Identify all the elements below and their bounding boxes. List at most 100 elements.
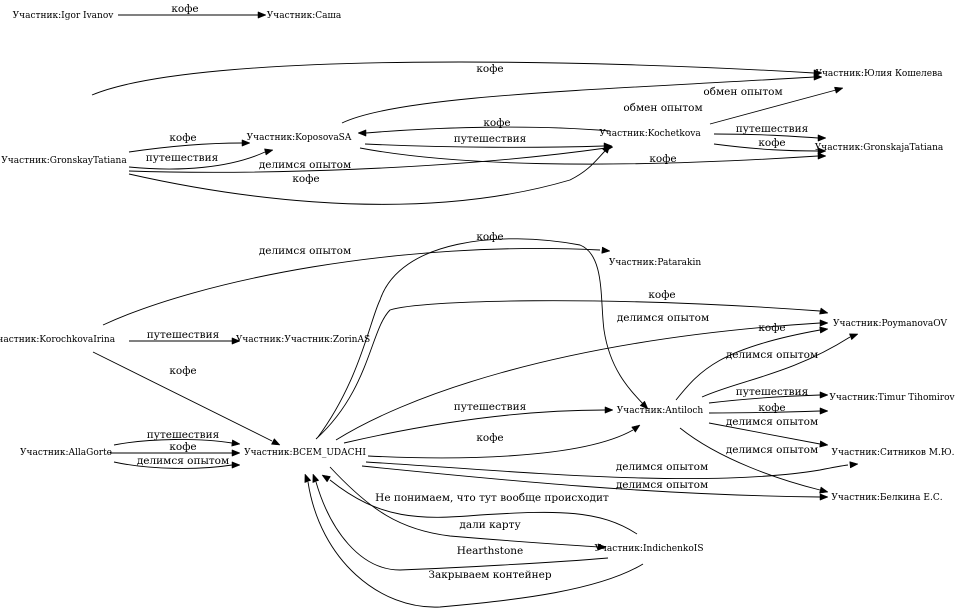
node-indichenko[interactable]: Участник:IndichenkoIS — [594, 544, 703, 554]
edge-label: делимся опытом — [726, 416, 818, 428]
arrowhead-icon — [597, 543, 607, 551]
node-sitnikov[interactable]: Участник:Ситников М.Ю. — [831, 448, 954, 458]
edge-path — [329, 466, 599, 548]
node-gronskaja[interactable]: Участник:GronskajaTatiana — [815, 143, 944, 153]
arrowhead-icon — [817, 152, 827, 160]
edge-label: Не понимаем, что тут вообще происходит — [375, 492, 609, 504]
arrowhead-icon — [631, 424, 641, 433]
node-tihomirov[interactable]: Участник:Timur Tihomirov — [829, 393, 955, 403]
edge-indichenko-to-vsem — [321, 474, 638, 535]
edge-path — [708, 422, 821, 445]
arrowhead-icon — [813, 73, 823, 81]
arrowhead-icon — [819, 307, 829, 315]
edge-path — [128, 149, 607, 205]
edge-korochkova-to-vsem — [92, 351, 281, 446]
edge-path — [361, 465, 821, 498]
edge-label: делимся опытом — [137, 455, 229, 467]
edge-vsem-to-antiloch — [317, 238, 649, 438]
node-kosheleva[interactable]: Участник:Юлия Кошелева — [815, 69, 943, 79]
node-korochkova[interactable]: Участник:KorochkovaIrina — [0, 335, 116, 345]
node-sasha[interactable]: Участник:Саша — [267, 11, 342, 21]
edge-kochetkova-to-gronskaja — [713, 133, 827, 142]
edge-label: кофе — [476, 231, 503, 243]
arrowhead-icon — [231, 337, 241, 345]
edge-antiloch-to-belkina — [679, 427, 829, 494]
arrowhead-icon — [817, 147, 827, 155]
edge-antiloch-to-sitnikov — [708, 422, 829, 448]
edge-label: делимся опытом — [726, 444, 818, 456]
node-zorin[interactable]: Участник:Участник:ZorinAS — [236, 335, 370, 345]
edge-label: делимся опытом — [259, 159, 351, 171]
edge-label: путешествия — [454, 133, 527, 145]
arrowhead-icon — [819, 440, 829, 448]
node-allagorte[interactable]: Участник:AllaGorte — [20, 448, 112, 458]
edge-path — [701, 336, 851, 398]
arrowhead-icon — [602, 144, 611, 154]
edge-label: делимся опытом — [617, 312, 709, 324]
edge-path — [113, 461, 233, 469]
edge-path — [364, 143, 605, 148]
arrowhead-icon — [604, 406, 614, 414]
edge-label: путешествия — [736, 386, 809, 398]
node-koposova[interactable]: Участник:KoposovaSA — [247, 133, 352, 143]
edge-path — [679, 427, 821, 491]
edge-path — [113, 439, 233, 446]
edge-path — [92, 351, 273, 442]
edge-path — [315, 481, 609, 571]
node-poymanova[interactable]: Участник:PoymanovaOV — [833, 319, 947, 329]
edge-path — [365, 126, 611, 134]
edge-vsem-to-poymanova — [315, 300, 829, 440]
node-antiloch[interactable]: Участник:Antiloch — [617, 406, 704, 416]
arrowhead-icon — [819, 493, 829, 501]
edge-label: делимся опытом — [616, 479, 708, 491]
arrowhead-icon — [321, 474, 331, 483]
arrowhead-icon — [639, 400, 649, 410]
edge-path — [329, 479, 638, 535]
edge-path — [307, 481, 644, 608]
node-gronskay[interactable]: Участник:GronskayTatiana — [1, 156, 127, 166]
arrowhead-icon — [231, 449, 241, 457]
edge-label: путешествия — [736, 123, 809, 135]
edge-label: кофе — [169, 365, 196, 377]
edge-label: Hearthstone — [457, 545, 524, 557]
edge-path — [341, 76, 815, 124]
edges-layer — [91, 11, 859, 608]
arrowhead-icon — [834, 86, 844, 94]
node-igor[interactable]: Участник:Igor Ivanov — [13, 11, 115, 21]
edge-antiloch-to-poymanova — [675, 326, 829, 401]
node-kochetkova[interactable]: Участник:Kochetkova — [599, 129, 701, 139]
edge-path — [128, 142, 243, 153]
edge-korochkova-to-patarakin — [102, 246, 611, 326]
edge-label: путешествия — [147, 329, 220, 341]
edge-path — [713, 143, 819, 152]
edge-allagorte-to-vsem — [113, 461, 241, 469]
edge-path — [315, 300, 821, 440]
edge-kochetkova-to-kosheleva — [709, 86, 844, 125]
arrowhead-icon — [271, 438, 281, 446]
edge-label: кофе — [292, 173, 319, 185]
edge-label: дали карту — [459, 519, 521, 531]
arrowhead-icon — [357, 129, 367, 137]
edge-path — [343, 409, 606, 444]
arrowhead-icon — [304, 473, 312, 483]
edge-path — [359, 147, 819, 165]
edge-allagorte-to-vsem — [113, 439, 241, 447]
edge-label: кофе — [648, 289, 675, 301]
arrowhead-icon — [257, 11, 267, 19]
arrowhead-icon — [601, 246, 611, 254]
node-patarakin[interactable]: Участник:Patarakin — [609, 258, 701, 268]
arrowhead-icon — [231, 461, 241, 469]
node-belkina[interactable]: Участник:Белкина Е.С. — [831, 493, 942, 503]
nodes-layer: Участник:Igor Ivanov Участник:СашаУчастни… — [0, 11, 956, 554]
edge-korochkova-to-zorin — [129, 337, 241, 345]
edge-path — [91, 61, 815, 96]
node-vsem[interactable]: Участник:ВСЕМ_UDACHI — [244, 448, 366, 458]
edge-path — [335, 322, 821, 441]
arrowhead-icon — [241, 139, 251, 147]
edge-indichenko-to-vsem — [312, 473, 609, 571]
arrowhead-icon — [819, 407, 829, 415]
edge-label: кофе — [169, 441, 196, 453]
edge-label: кофе — [649, 153, 676, 165]
